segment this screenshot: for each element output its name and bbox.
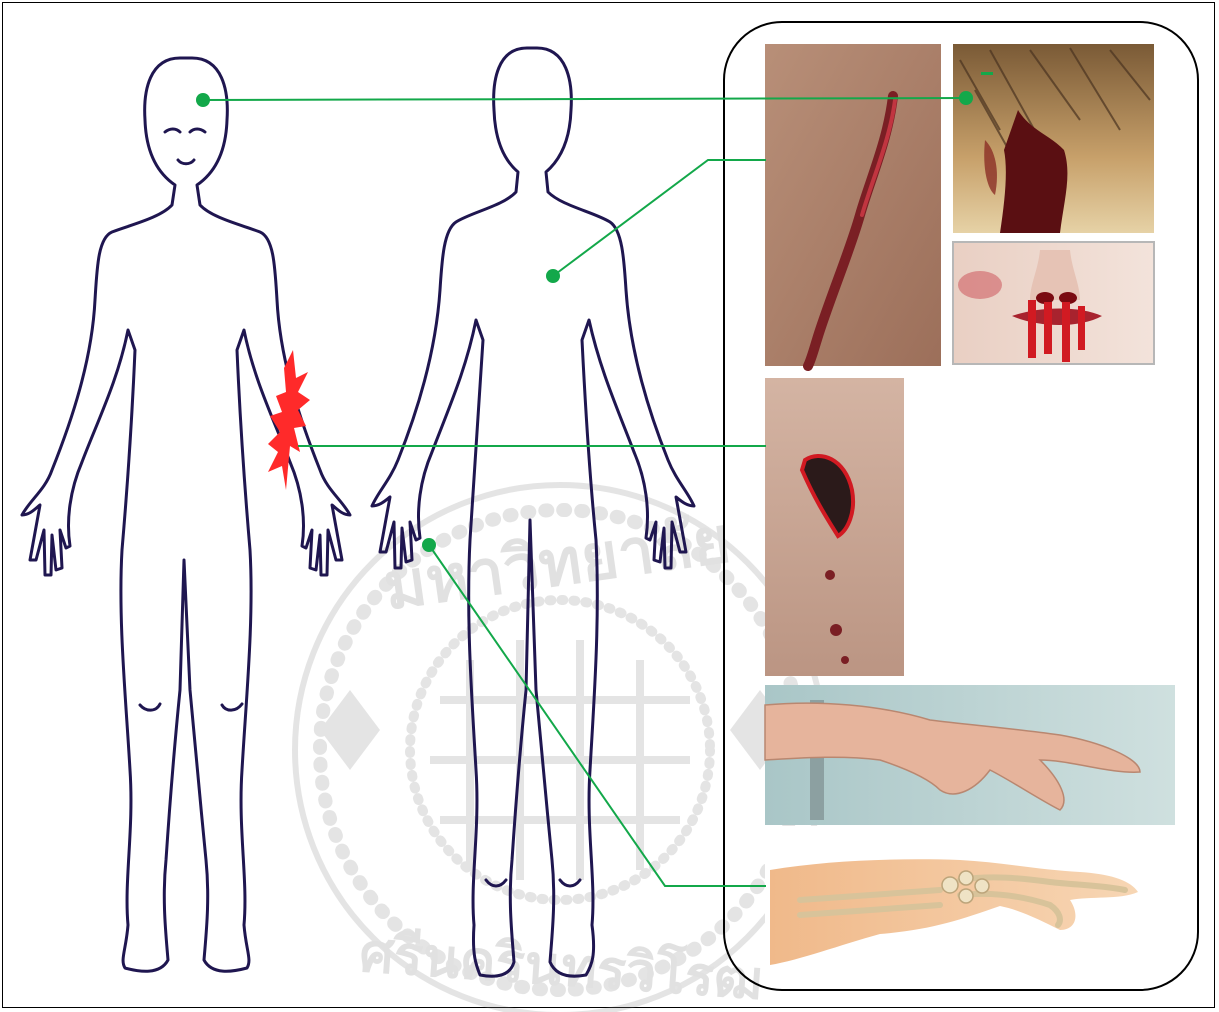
hand-skeleton-anatomy-illustration (765, 826, 1143, 972)
connector-dash-scalp (981, 72, 993, 75)
laceration-wound-photo (765, 378, 904, 676)
wrist-drop-hand-photo (765, 685, 1175, 825)
injury-burst-marker (268, 350, 310, 490)
connector-dot-back (546, 269, 560, 283)
abrasion-scratch-photo (765, 44, 941, 366)
nosebleed-photo (953, 242, 1154, 364)
front-body-outline (22, 58, 350, 971)
connector-back-to-abrasion (553, 160, 766, 276)
connector-dot-wrist (422, 538, 436, 552)
university-seal-watermark: มหาวิทยาลัย ศรีนครินทรวิโรฒ (295, 485, 825, 1012)
connector-dot-scalp (959, 91, 973, 105)
connector-dot-head (196, 93, 210, 107)
